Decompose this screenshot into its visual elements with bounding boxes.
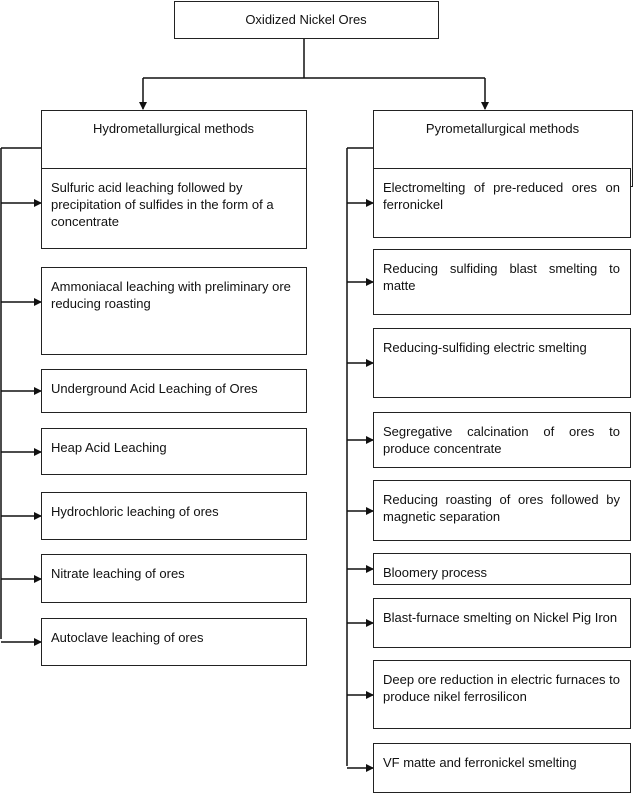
pyro-item: Bloomery process xyxy=(373,553,631,585)
hydro-title: Hydrometallurgical methods xyxy=(92,121,255,136)
pyro-item: Segregative calcination of ores to produ… xyxy=(373,412,631,468)
hydro-item: Nitrate leaching of ores xyxy=(41,554,307,603)
pyro-item-label: Reducing roasting of ores followed by ma… xyxy=(383,492,620,524)
hydro-item-label: Underground Acid Leaching of Ores xyxy=(51,381,258,396)
hydro-item: Autoclave leaching of ores xyxy=(41,618,307,666)
pyro-item: Electromelting of pre-reduced ores on fe… xyxy=(373,168,631,238)
hydro-item-label: Nitrate leaching of ores xyxy=(51,566,185,581)
hydro-item-label: Hydrochloric leaching of ores xyxy=(51,504,219,519)
hydro-item: Ammoniacal leaching with preliminary ore… xyxy=(41,267,307,355)
pyro-item-label: Bloomery process xyxy=(383,565,488,580)
pyro-item: Reducing sulfiding blast smelting to mat… xyxy=(373,249,631,315)
root-node: Oxidized Nickel Ores xyxy=(174,1,439,39)
pyro-item-label: Segregative calcination of ores to produ… xyxy=(383,424,620,456)
hydro-item-label: Autoclave leaching of ores xyxy=(51,630,204,645)
pyro-item-label: Blast-furnace smelting on Nickel Pig Iro… xyxy=(383,610,618,625)
pyro-item-label: Deep ore reduction in electric furnaces … xyxy=(383,672,621,704)
hydro-item: Sulfuric acid leaching followed by preci… xyxy=(41,168,307,249)
hydro-item: Underground Acid Leaching of Ores xyxy=(41,369,307,413)
pyro-item-label: Reducing sulfiding blast smelting to mat… xyxy=(383,261,620,293)
pyro-item-label: VF matte and ferronickel smelting xyxy=(383,755,577,770)
pyro-item: VF matte and ferronickel smelting xyxy=(373,743,631,793)
pyro-item-label: Electromelting of pre-reduced ores on fe… xyxy=(383,180,620,212)
pyro-item: Reducing-sulfiding electric smelting xyxy=(373,328,631,398)
pyro-title: Pyrometallurgical methods xyxy=(425,121,580,136)
pyro-item-label: Reducing-sulfiding electric smelting xyxy=(383,340,587,355)
hydro-item: Hydrochloric leaching of ores xyxy=(41,492,307,540)
hydro-item: Heap Acid Leaching xyxy=(41,428,307,475)
hydro-item-label: Heap Acid Leaching xyxy=(51,440,167,455)
hydro-item-label: Ammoniacal leaching with preliminary ore… xyxy=(51,279,291,311)
pyro-item: Reducing roasting of ores followed by ma… xyxy=(373,480,631,541)
root-label: Oxidized Nickel Ores xyxy=(245,12,367,27)
pyro-item: Blast-furnace smelting on Nickel Pig Iro… xyxy=(373,598,631,648)
hydro-item-label: Sulfuric acid leaching followed by preci… xyxy=(51,180,274,229)
pyro-item: Deep ore reduction in electric furnaces … xyxy=(373,660,631,729)
